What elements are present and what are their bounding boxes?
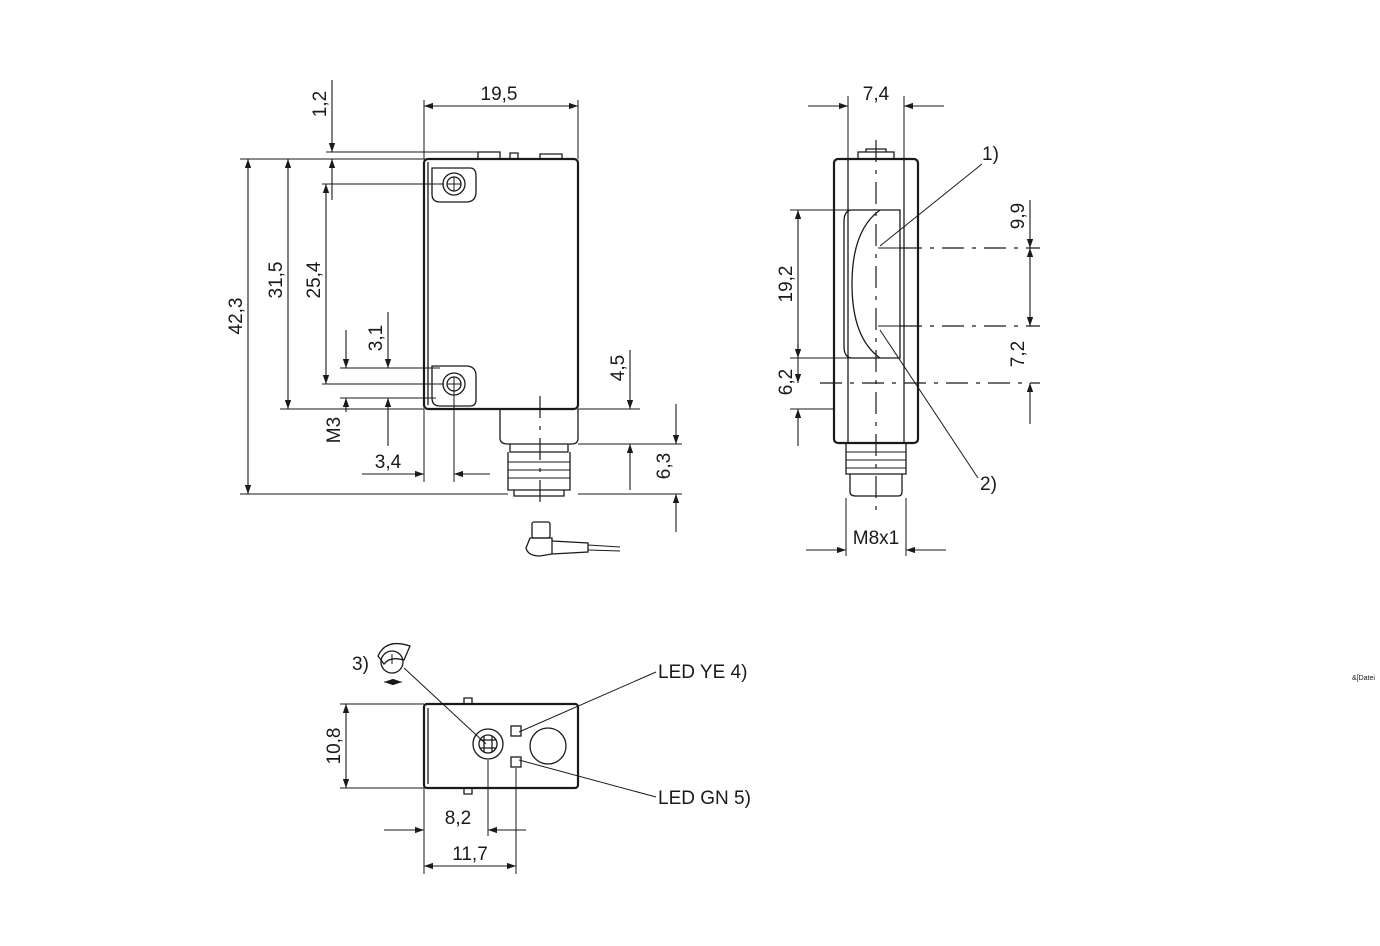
- front-hole-spacing-label: 25,4: [304, 261, 325, 298]
- side-bottom-offset-label: 6,2: [776, 369, 797, 395]
- callout-1-label: 1): [982, 144, 999, 165]
- top-height-label: 10,8: [324, 728, 345, 765]
- upper-axis-label: 9,9: [1008, 203, 1029, 229]
- upper-mounting-hole: [431, 167, 477, 203]
- front-view: 19,5 1,2 42,3 31,5 25,4 3,1 M3 3,4 4,5 6…: [226, 80, 682, 557]
- led-gn-label: LED GN 5): [658, 788, 751, 809]
- front-offset-top-label: 1,2: [310, 91, 331, 117]
- front-top-knob: [477, 151, 563, 159]
- side-view: 7,4 19,2 6,2 9,9 7,2 M8x1 1) 2): [776, 84, 1040, 556]
- callout-3-label: 3): [352, 654, 369, 675]
- front-width-label: 19,5: [481, 84, 518, 105]
- pot-position-label: 8,2: [445, 808, 471, 829]
- front-connector-offset-label: 4,5: [608, 355, 629, 381]
- angled-cable-connector: [525, 521, 621, 557]
- front-height-body-label: 31,5: [266, 262, 287, 299]
- top-housing: [422, 702, 580, 790]
- led-position-label: 11,7: [452, 844, 488, 865]
- front-m8-connector: [499, 396, 579, 505]
- front-hole-offset-label: 3,1: [366, 325, 387, 351]
- front-hole-x-label: 3,4: [375, 452, 402, 473]
- lens-window: [843, 209, 910, 359]
- top-lens: [529, 727, 567, 765]
- front-connector-length-label: 6,3: [654, 453, 675, 479]
- potentiometer: [472, 728, 504, 760]
- lens-height-label: 19,2: [776, 266, 797, 303]
- led-yellow: [510, 725, 522, 737]
- front-thread-label: M3: [324, 417, 345, 443]
- callout-2-label: 2): [980, 474, 997, 495]
- top-view: 10,8 8,2 11,7 3) LED YE 4) LED GN 5): [324, 642, 751, 874]
- front-housing: [422, 157, 580, 411]
- front-height-total-label: 42,3: [226, 298, 247, 335]
- side-width-label: 7,4: [863, 84, 890, 105]
- side-thread-label: M8x1: [853, 528, 899, 549]
- footer-note: &[Datei: [1352, 675, 1375, 682]
- led-ye-label: LED YE 4): [658, 662, 747, 683]
- lower-axis-label: 7,2: [1008, 341, 1029, 367]
- potentiometer-symbol-icon: [377, 642, 411, 686]
- led-green: [510, 756, 522, 768]
